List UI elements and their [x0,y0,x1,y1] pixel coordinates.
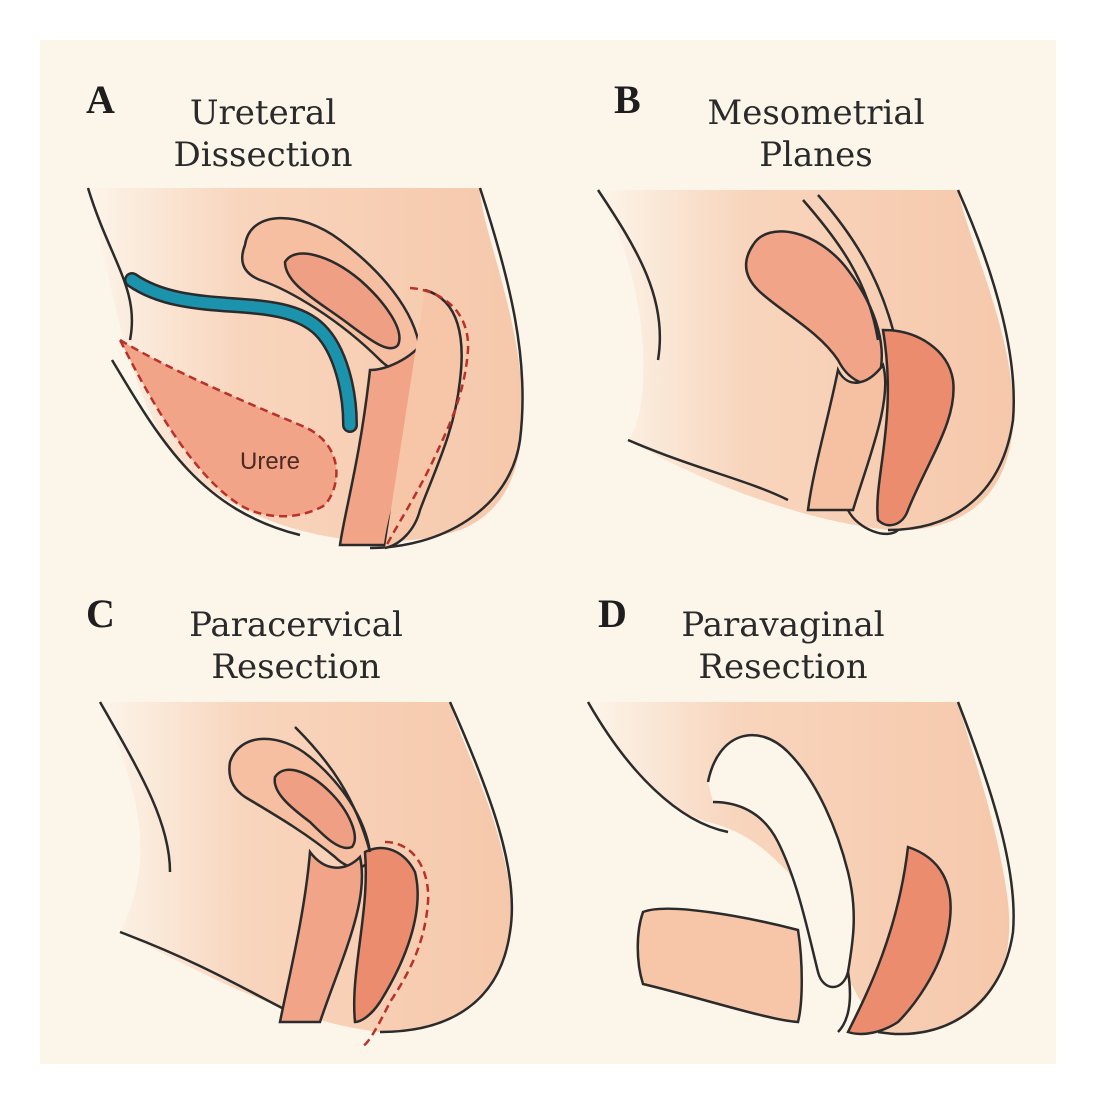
panel-a-ureteral-dissection: A Ureteral Dissection Urere [40,40,548,552]
pelvic-outline-right-c [379,701,514,1034]
panel-a-illustration [86,187,524,550]
pelvic-outline-right-b [887,189,1015,532]
pelvic-outline-right-d [877,701,1015,1036]
resected-block [636,907,803,1024]
panel-a-letter: A [86,77,115,122]
pelvic-outline-left-c [98,701,172,873]
panel-b-letter: B [614,77,641,122]
panel-d-paravaginal-resection: D Paravaginal Resection [548,552,1056,1064]
panel-a-title-line1: Ureteral [189,93,337,133]
panel-d-title-line1: Paravaginal [681,605,885,645]
vagina-b [846,509,899,536]
plane-line-2 [817,194,895,331]
plane-line-1 [802,199,880,341]
rectum-c [352,846,419,1024]
panel-b-title-line1: Mesometrial [707,93,925,133]
pelvic-outline-bottom-c [119,930,291,1014]
panel-d-letter: D [598,591,627,636]
cervix-c [278,848,364,1024]
figure-frame: A Ureteral Dissection Urere B Mesometria… [40,40,1056,1064]
pelvic-outline-bottom-b [627,438,789,502]
panel-b-title-line2: Planes [759,135,873,175]
cervix-b [806,362,887,512]
panel-a-title: Ureteral Dissection [113,92,413,176]
panel-c-title-line2: Resection [211,647,381,687]
pelvic-outline-right [369,187,524,550]
rectum [384,288,463,550]
panel-c-illustration [98,701,514,1049]
bladder [116,336,338,518]
panel-c-title: Paracervical Resection [146,604,446,688]
panel-c-paracervical-resection: C Paracervical Resection [40,552,548,1064]
fornix-loop [706,734,855,989]
panel-b-mesometrial-planes: B Mesometrial Planes [548,40,1056,552]
vagina-d-edge [837,971,852,1033]
uterus-cavity-c [273,768,357,850]
plane-line-c [294,726,372,853]
panel-b-title: Mesometrial Planes [666,92,966,176]
pelvic-outline-left-d [586,701,729,834]
panel-d-title-line2: Resection [698,647,868,687]
rectum-b [876,328,955,527]
panel-c-letter: C [86,591,115,636]
rectum-d [846,845,952,1036]
ureter-fill [126,274,356,431]
uterus-cavity [283,252,401,350]
panel-d-illustration [586,701,1015,1036]
resection-margin-a [383,286,470,549]
bladder-label: Urere [240,448,301,475]
panel-c-title-line1: Paracervical [189,605,403,645]
panel-b-illustration [596,189,1015,536]
pelvic-outline-left [86,187,134,341]
pelvic-outline-left-b [596,189,662,361]
pelvic-outline-bottom [110,359,301,537]
panel-d-title: Paravaginal Resection [633,604,933,688]
panel-a-title-line2: Dissection [173,135,353,175]
pelvic-wall-c [100,702,512,1032]
